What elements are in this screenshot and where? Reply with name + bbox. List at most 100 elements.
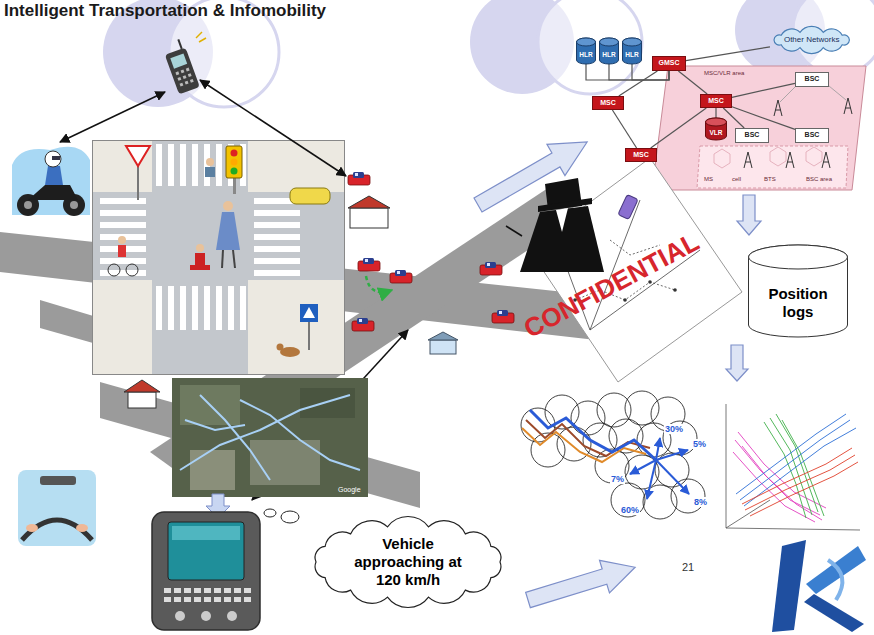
crossing-picture (156, 286, 162, 330)
crossing-picture (216, 212, 240, 250)
crossing-picture (216, 286, 222, 330)
signal-marks (196, 32, 206, 42)
signal-marks (199, 38, 206, 42)
node-text: BSC (745, 131, 760, 139)
bsc-box-outline (796, 129, 829, 143)
pda-device (174, 597, 181, 602)
vlr-database-outline (706, 118, 727, 126)
spy-figure (556, 208, 568, 232)
bsc-box: BSC (795, 72, 829, 87)
trajectory-3d-plot (745, 455, 855, 510)
crossing-picture (254, 210, 300, 216)
trajectory-3d-plot (742, 448, 858, 516)
cluster-diagram (663, 421, 697, 455)
spy-figure (506, 226, 522, 236)
pda-device (164, 597, 171, 602)
crossing-picture (100, 198, 146, 204)
network-panel (829, 86, 846, 100)
building-icon (128, 392, 156, 408)
pda-device (164, 588, 171, 593)
cluster-diagram (656, 438, 660, 460)
crossing-picture (223, 201, 233, 211)
hlr-database-outline (600, 38, 619, 46)
trajectory-3d-plot (726, 404, 727, 528)
connector-line (678, 71, 707, 94)
network-label: cell (732, 176, 741, 183)
crossing-picture (254, 234, 300, 240)
crossing-picture (216, 144, 222, 186)
satellite-map (240, 400, 360, 470)
flow-arrow (469, 126, 596, 220)
node-text: HLR (602, 51, 615, 59)
network-label: BSC area (806, 176, 832, 183)
building-icon (430, 340, 456, 354)
flow-arrow (469, 126, 761, 616)
trajectory-3d-plot (733, 414, 858, 522)
trajectory-3d-plot (726, 404, 860, 530)
pda-device (244, 597, 251, 602)
building-icon (428, 332, 458, 340)
hlr-database-outline (576, 38, 596, 64)
satellite-map (200, 395, 270, 480)
spy-figure (520, 206, 604, 272)
network-panel (780, 86, 796, 102)
flow-arrow (737, 195, 761, 235)
building-icon (124, 380, 160, 392)
pda-device (227, 611, 237, 621)
crossing-picture (196, 244, 204, 252)
pda-device (244, 588, 251, 593)
cluster-diagram (530, 410, 656, 460)
pda-device (184, 588, 191, 593)
cluster-diagram (521, 391, 705, 519)
crossing-picture (300, 304, 318, 322)
crossing-picture (192, 286, 198, 330)
pda-device (175, 611, 185, 621)
percentage-label: 60% (620, 505, 640, 515)
cluster-diagram (597, 393, 631, 427)
network-panel (744, 152, 752, 168)
node-text: GMSC (659, 59, 680, 67)
spy-figure (618, 194, 638, 219)
pda-device (184, 597, 191, 602)
motorcyclist-clipart (45, 151, 61, 167)
mobile-phone (188, 73, 192, 77)
crossing-picture (100, 144, 300, 330)
crossing-picture (277, 344, 284, 351)
link-arrow (60, 92, 165, 142)
satellite-map (190, 450, 235, 490)
hlr-database-outline (623, 38, 642, 64)
position-log-store: Position logs (748, 245, 848, 337)
mobile-phone (175, 71, 179, 75)
car-icon (348, 172, 370, 185)
node-text: BSC (805, 75, 820, 83)
driver-clipart (76, 524, 88, 532)
crossing-picture (93, 141, 345, 375)
trajectory-3d-plot (736, 414, 846, 494)
crossing-picture (308, 320, 310, 350)
hlr-database-outline (600, 38, 619, 64)
spy-figure (506, 178, 638, 272)
satellite-map (172, 378, 368, 497)
car-icon (358, 258, 380, 271)
hlr-database-outline (577, 38, 596, 64)
thought-cloud-outline (315, 516, 501, 607)
pda-device (214, 597, 221, 602)
mobile-phone (185, 81, 189, 85)
mobile-phone (183, 75, 187, 79)
pda-device (172, 526, 240, 540)
cluster-diagram (630, 438, 689, 499)
connector-line (619, 71, 658, 96)
connector-line (651, 108, 707, 148)
vlr-database-outline (706, 118, 727, 140)
car-icon (480, 262, 502, 275)
trajectory-3d-plot (740, 420, 850, 500)
bsc-box-outline (796, 73, 829, 87)
network-cloud: Other Networks (770, 28, 853, 52)
pda-device (234, 588, 241, 593)
driver-clipart (18, 470, 96, 546)
node-text: MSC (708, 97, 724, 105)
crossing-picture (100, 270, 146, 276)
flow-arrow (726, 345, 748, 381)
crossing-picture (204, 286, 210, 330)
percentage-label: 8% (693, 497, 708, 507)
